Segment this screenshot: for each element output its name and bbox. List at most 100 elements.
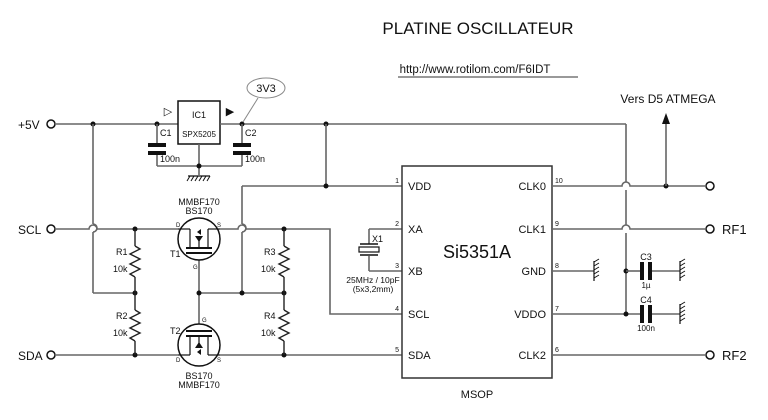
junction <box>239 290 245 296</box>
t1-part2: BS170 <box>185 206 212 216</box>
svg-text:SPX5205: SPX5205 <box>182 130 216 139</box>
c1-ref: C1 <box>160 128 172 138</box>
r1-value: 10k <box>113 264 128 274</box>
arrow-up-icon <box>662 113 670 124</box>
r4-ref: R4 <box>264 311 276 321</box>
c4-value: 100n <box>637 324 655 333</box>
resistor-r3 <box>277 229 291 293</box>
r3-value: 10k <box>261 264 276 274</box>
ground-icon <box>593 258 600 281</box>
atmega-note: Vers D5 ATMEGA <box>620 92 715 106</box>
r4-value: 10k <box>261 328 276 338</box>
wire-clk0 <box>552 181 705 187</box>
input-arrow-icon: ▷ <box>164 106 173 118</box>
t2-source: S <box>217 358 221 364</box>
pin-label-clk1: CLK1 <box>518 224 546 236</box>
wire-clk1 <box>552 224 705 230</box>
ground-icon <box>679 258 686 281</box>
r3-ref: R3 <box>264 247 276 257</box>
resistor-r1 <box>128 229 142 293</box>
t2-part1: BS170 <box>185 371 212 381</box>
url-link[interactable]: http://www.rotilom.com/F6IDT <box>400 64 551 76</box>
x1-size: (5x3,2mm) <box>353 284 394 294</box>
pin-number: 2 <box>395 221 399 228</box>
net-label-3v3 <box>246 77 286 99</box>
capacitor-c2 <box>233 124 251 166</box>
port-sda-terminal[interactable] <box>46 350 56 360</box>
pin-number: 1 <box>395 178 399 185</box>
pin-label-clk0: CLK0 <box>518 181 546 193</box>
r2-value: 10k <box>113 328 128 338</box>
x1-ref: X1 <box>372 234 383 244</box>
c3-ref: C3 <box>640 252 652 262</box>
pin-label-vdd: VDD <box>408 181 431 193</box>
port-5v-label: +5V <box>18 118 40 132</box>
pin-number: 9 <box>555 221 559 228</box>
pin-number: 4 <box>395 306 399 313</box>
port-rf1-terminal[interactable] <box>705 224 715 234</box>
capacitor-c4 <box>640 305 652 323</box>
mosfet-t1 <box>177 217 221 261</box>
pin-number: 8 <box>555 263 559 270</box>
ground-icon <box>679 301 686 324</box>
svg-text:IC1: IC1 <box>192 110 206 120</box>
ground-icon <box>186 175 211 182</box>
t1-source: S <box>217 223 221 229</box>
port-scl-label: SCL <box>18 223 42 237</box>
port-clk0-terminal[interactable] <box>705 181 715 191</box>
pin-label-xa: XA <box>408 224 423 236</box>
port-rf1-label: RF1 <box>722 222 747 237</box>
c1-value: 100n <box>160 154 180 164</box>
wire-scl-3v3 <box>220 224 402 315</box>
c3-value: 1µ <box>641 281 650 290</box>
c2-ref: C2 <box>245 128 257 138</box>
output-arrow-icon: ▶ <box>226 106 235 118</box>
pin-number: 6 <box>555 347 559 354</box>
pin-label-sda: SDA <box>408 350 431 362</box>
port-rf2-terminal[interactable] <box>705 350 715 360</box>
junction <box>623 311 629 317</box>
title: PLATINE OSCILLATEUR <box>382 19 573 38</box>
pin-number: 3 <box>395 263 399 270</box>
regulator-ic1: IC1 SPX5205 <box>177 100 221 145</box>
t2-drain: D <box>176 358 181 364</box>
t2-gate: G <box>202 318 207 324</box>
pin-number: 7 <box>555 306 559 313</box>
t2-ref: T2 <box>170 326 181 336</box>
pin-number: 10 <box>555 178 563 185</box>
c2-value: 100n <box>245 154 265 164</box>
r1-ref: R1 <box>116 247 128 257</box>
t2-part2: MMBF170 <box>178 380 220 390</box>
t1-ref: T1 <box>170 249 181 259</box>
pin-label-clk2: CLK2 <box>518 350 546 362</box>
chip-package: MSOP <box>461 389 493 401</box>
port-scl-terminal[interactable] <box>46 224 56 234</box>
junction <box>196 163 202 169</box>
x1-spec: 25MHz / 10pF <box>346 275 399 285</box>
port-5v-terminal[interactable] <box>46 119 56 129</box>
t1-gate: G <box>193 265 198 271</box>
c4-ref: C4 <box>640 295 652 305</box>
pin-label-xb: XB <box>408 266 423 278</box>
junction <box>323 183 329 189</box>
pin-label-gnd: GND <box>522 266 547 278</box>
wire-scl-5v <box>55 224 178 230</box>
chip-si5351a <box>401 165 553 379</box>
r2-ref: R2 <box>116 311 128 321</box>
port-rf2-label: RF2 <box>722 348 747 363</box>
pin-number: 5 <box>395 347 399 354</box>
pin-label-vddo: VDDO <box>514 309 546 321</box>
resistor-r2 <box>128 293 142 355</box>
junction <box>196 290 202 296</box>
resistor-r4 <box>277 293 291 355</box>
capacitor-c1 <box>148 124 166 166</box>
t1-part1: MMBF170 <box>178 197 220 207</box>
crystal-x1 <box>358 243 380 256</box>
t1-drain: D <box>176 223 181 229</box>
chip-name: Si5351A <box>443 242 511 262</box>
svg-text:3V3: 3V3 <box>256 83 276 95</box>
capacitor-c3 <box>640 262 652 280</box>
pin-label-scl: SCL <box>408 309 429 321</box>
port-sda-label: SDA <box>18 349 43 363</box>
